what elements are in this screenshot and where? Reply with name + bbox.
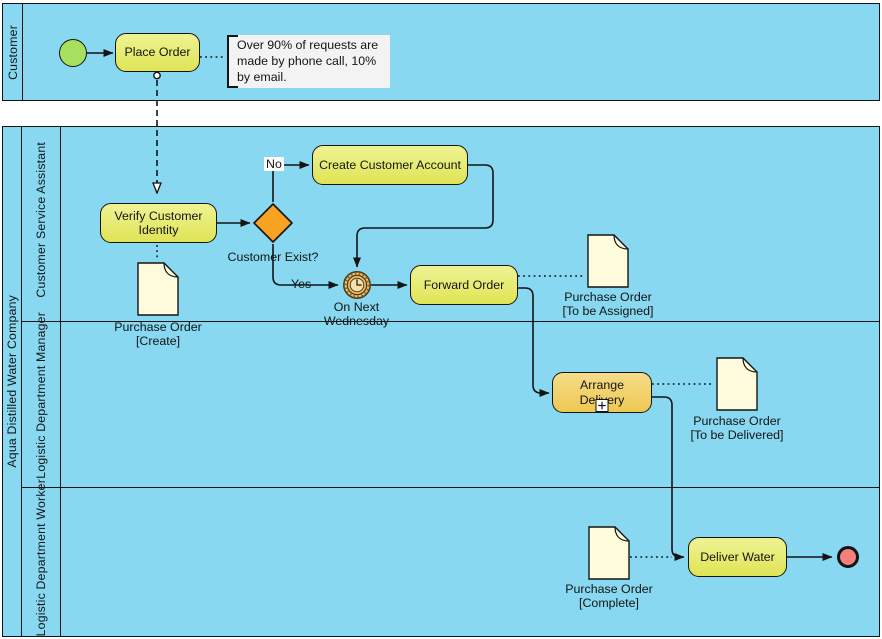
lane-logistic-department-worker[interactable]: Logistic Department Worker	[22, 479, 60, 636]
task-label: Create Customer Account	[319, 157, 461, 172]
clock-hands-icon	[356, 279, 362, 286]
document-icon	[137, 262, 179, 316]
doc-label-to-be-assigned: Purchase Order [To be Assigned]	[528, 290, 688, 318]
task-verify-customer-identity[interactable]: Verify Customer Identity	[100, 203, 217, 243]
doc-state: [To be Assigned]	[562, 304, 654, 318]
doc-name: Purchase Order	[565, 582, 653, 596]
document-fold-icon	[163, 262, 179, 278]
gateway-label: Customer Exist?	[227, 250, 319, 264]
document-icon	[587, 234, 629, 288]
document-icon	[588, 526, 630, 580]
end-event[interactable]	[837, 546, 859, 568]
timer-event[interactable]	[341, 269, 373, 301]
doc-name: Purchase Order	[693, 414, 781, 428]
lane-label: Customer Service Assistant	[34, 142, 48, 298]
task-deliver-water[interactable]: Deliver Water	[688, 537, 787, 577]
gateway-diamond-icon	[253, 203, 293, 243]
pool-company-label: Aqua Distilled Water Company	[5, 295, 19, 468]
timer-event-label: On Next Wednesday	[323, 300, 390, 328]
doc-name: Purchase Order	[564, 290, 652, 304]
task-forward-order[interactable]: Forward Order	[410, 265, 518, 305]
start-event[interactable]	[59, 39, 87, 67]
doc-label-complete: Purchase Order [Complete]	[529, 582, 689, 610]
timer-inner-ring	[346, 274, 368, 296]
doc-label-create: Purchase Order [Create]	[98, 320, 218, 348]
gateway-customer-exist[interactable]	[252, 202, 294, 244]
doc-label-to-be-delivered: Purchase Order [To be Delivered]	[657, 414, 817, 442]
annotation-note[interactable]: Over 90% of requests are made by phone c…	[227, 35, 390, 88]
document-fold-icon	[613, 234, 629, 250]
lane-customer-service-assistant[interactable]: Customer Service Assistant	[22, 127, 60, 313]
lane-divider	[22, 321, 879, 322]
lane-label-band: Customer Service Assistant Logistic Depa…	[22, 127, 61, 636]
doc-state: [Complete]	[579, 596, 639, 610]
task-label: Verify Customer Identity	[114, 208, 203, 237]
task-arrange-delivery[interactable]: Arrange Delivery	[552, 372, 652, 413]
doc-state: [Create]	[135, 334, 181, 348]
doc-purchase-order-complete[interactable]	[588, 526, 630, 580]
timer-serration	[344, 272, 370, 298]
pool-company-label-band: Aqua Distilled Water Company	[3, 127, 22, 636]
doc-name: Purchase Order	[114, 320, 202, 334]
doc-purchase-order-create[interactable]	[137, 262, 179, 316]
doc-state: [To be Delivered]	[690, 428, 784, 442]
document-fold-icon	[614, 526, 630, 542]
annotation-text: Over 90% of requests are made by phone c…	[237, 38, 379, 85]
document-icon	[716, 357, 758, 411]
lane-label: Logistic Department Manager	[34, 312, 48, 479]
lane-logistic-department-manager[interactable]: Logistic Department Manager	[22, 312, 60, 479]
task-label: Deliver Water	[700, 549, 775, 564]
task-place-order[interactable]: Place Order	[115, 33, 200, 72]
pool-customer-label: Customer	[5, 24, 20, 80]
document-fold-icon	[742, 357, 758, 373]
flow-label-yes: Yes	[291, 277, 312, 291]
doc-purchase-order-to-be-delivered[interactable]	[716, 357, 758, 411]
task-create-customer-account[interactable]: Create Customer Account	[312, 145, 468, 185]
task-label: Place Order	[124, 45, 191, 60]
lane-label: Logistic Department Worker	[34, 478, 48, 636]
lane-divider	[22, 487, 879, 488]
pool-customer-label-band: Customer	[3, 4, 23, 100]
task-label: Forward Order	[423, 277, 505, 292]
flow-label-no: No	[264, 157, 284, 171]
doc-purchase-order-to-be-assigned[interactable]	[587, 234, 629, 288]
subprocess-plus-icon[interactable]	[595, 399, 609, 412]
